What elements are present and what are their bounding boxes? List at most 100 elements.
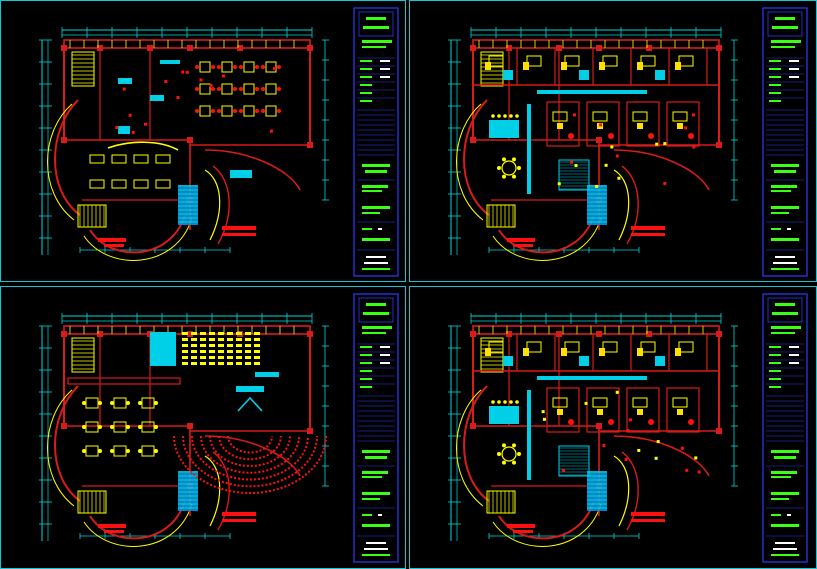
- structural-column: [470, 331, 476, 337]
- small-fixture: [199, 78, 203, 82]
- seat: [191, 332, 197, 335]
- info-row-label: [769, 76, 781, 78]
- seat: [182, 350, 188, 353]
- seat: [182, 356, 188, 359]
- chair: [233, 87, 237, 91]
- info-row-value: [789, 76, 799, 78]
- small-fixture: [599, 123, 603, 127]
- structural-column: [187, 45, 193, 51]
- small-fixture: [270, 129, 274, 133]
- structural-column: [506, 331, 512, 337]
- chair: [255, 65, 259, 69]
- office-room: [586, 387, 620, 433]
- chair: [255, 109, 259, 113]
- stair-block-south: [486, 204, 516, 228]
- chair: [211, 87, 215, 91]
- west-curved-wall: [463, 385, 490, 502]
- signage: [255, 372, 279, 377]
- info-row-value: [789, 68, 799, 70]
- chair: [485, 348, 491, 356]
- desk: [632, 111, 648, 122]
- chair: [512, 174, 516, 179]
- stage-steps: [237, 396, 263, 412]
- south-curved-window: [83, 503, 193, 547]
- east-curved-wall: [613, 149, 710, 191]
- seat: [218, 344, 224, 347]
- small-fixture: [542, 417, 546, 421]
- plan-title-label: [631, 512, 665, 516]
- scale-value: [787, 514, 791, 516]
- project-text-bar: [771, 46, 795, 48]
- stair-block-south: [486, 490, 516, 514]
- scale-value: [378, 228, 382, 230]
- structural-column: [97, 331, 103, 337]
- elevator-hatch: [587, 471, 607, 511]
- desk: [488, 341, 504, 353]
- chair: [126, 449, 130, 453]
- structural-column: [506, 45, 512, 51]
- seat: [254, 356, 260, 359]
- cabinet: [655, 70, 665, 80]
- drawing-sheet-top-right: [409, 0, 817, 282]
- title-text-bar: [363, 312, 389, 315]
- corridor-marker-vertical: [527, 104, 531, 194]
- seat: [200, 362, 206, 365]
- seat: [191, 338, 197, 341]
- desk: [526, 341, 542, 353]
- desk: [564, 341, 580, 353]
- desk: [672, 111, 688, 122]
- structural-column: [596, 331, 602, 337]
- seat: [218, 332, 224, 335]
- info-row-value: [380, 354, 390, 356]
- chair: [217, 65, 221, 69]
- chair: [509, 400, 513, 404]
- seat: [227, 344, 233, 347]
- sofa: [89, 154, 105, 164]
- south-curved-window: [83, 217, 193, 261]
- footer-text: [362, 554, 390, 556]
- chair: [599, 348, 605, 356]
- floor-plan-hall: [39, 313, 329, 547]
- seat: [200, 350, 206, 353]
- dining-table: [265, 61, 277, 73]
- seat: [254, 362, 260, 365]
- seat: [200, 332, 206, 335]
- plant: [688, 133, 694, 139]
- structural-column: [187, 137, 193, 143]
- chair: [502, 443, 506, 448]
- chair: [491, 400, 495, 404]
- small-fixture: [684, 126, 688, 130]
- plan-title-label: [631, 233, 665, 236]
- stair-outline: [480, 337, 504, 373]
- seat: [191, 356, 197, 359]
- room-name-label: [513, 530, 533, 533]
- small-fixture: [584, 401, 588, 405]
- chair: [509, 114, 513, 118]
- sofa: [155, 154, 171, 164]
- drawing-name-bar: [362, 206, 390, 209]
- footer-text: [773, 548, 797, 550]
- chair: [110, 401, 114, 405]
- seat: [236, 338, 242, 341]
- plant: [568, 419, 574, 425]
- desk: [672, 397, 688, 408]
- footer-text: [773, 262, 797, 264]
- stage: [236, 386, 264, 392]
- chair: [82, 401, 86, 405]
- footer-text: [366, 256, 386, 258]
- reception-counter: [107, 141, 179, 151]
- small-fixture: [570, 160, 574, 164]
- seat: [245, 362, 251, 365]
- structural-column: [61, 137, 67, 143]
- chair: [491, 114, 495, 118]
- scale-value: [787, 228, 791, 230]
- chair: [233, 109, 237, 113]
- chair: [82, 449, 86, 453]
- chair: [561, 62, 567, 70]
- chair: [675, 62, 681, 70]
- section-text-bar: [362, 450, 390, 453]
- section-text-bar: [362, 185, 388, 188]
- chair: [497, 114, 501, 118]
- chair: [677, 123, 683, 129]
